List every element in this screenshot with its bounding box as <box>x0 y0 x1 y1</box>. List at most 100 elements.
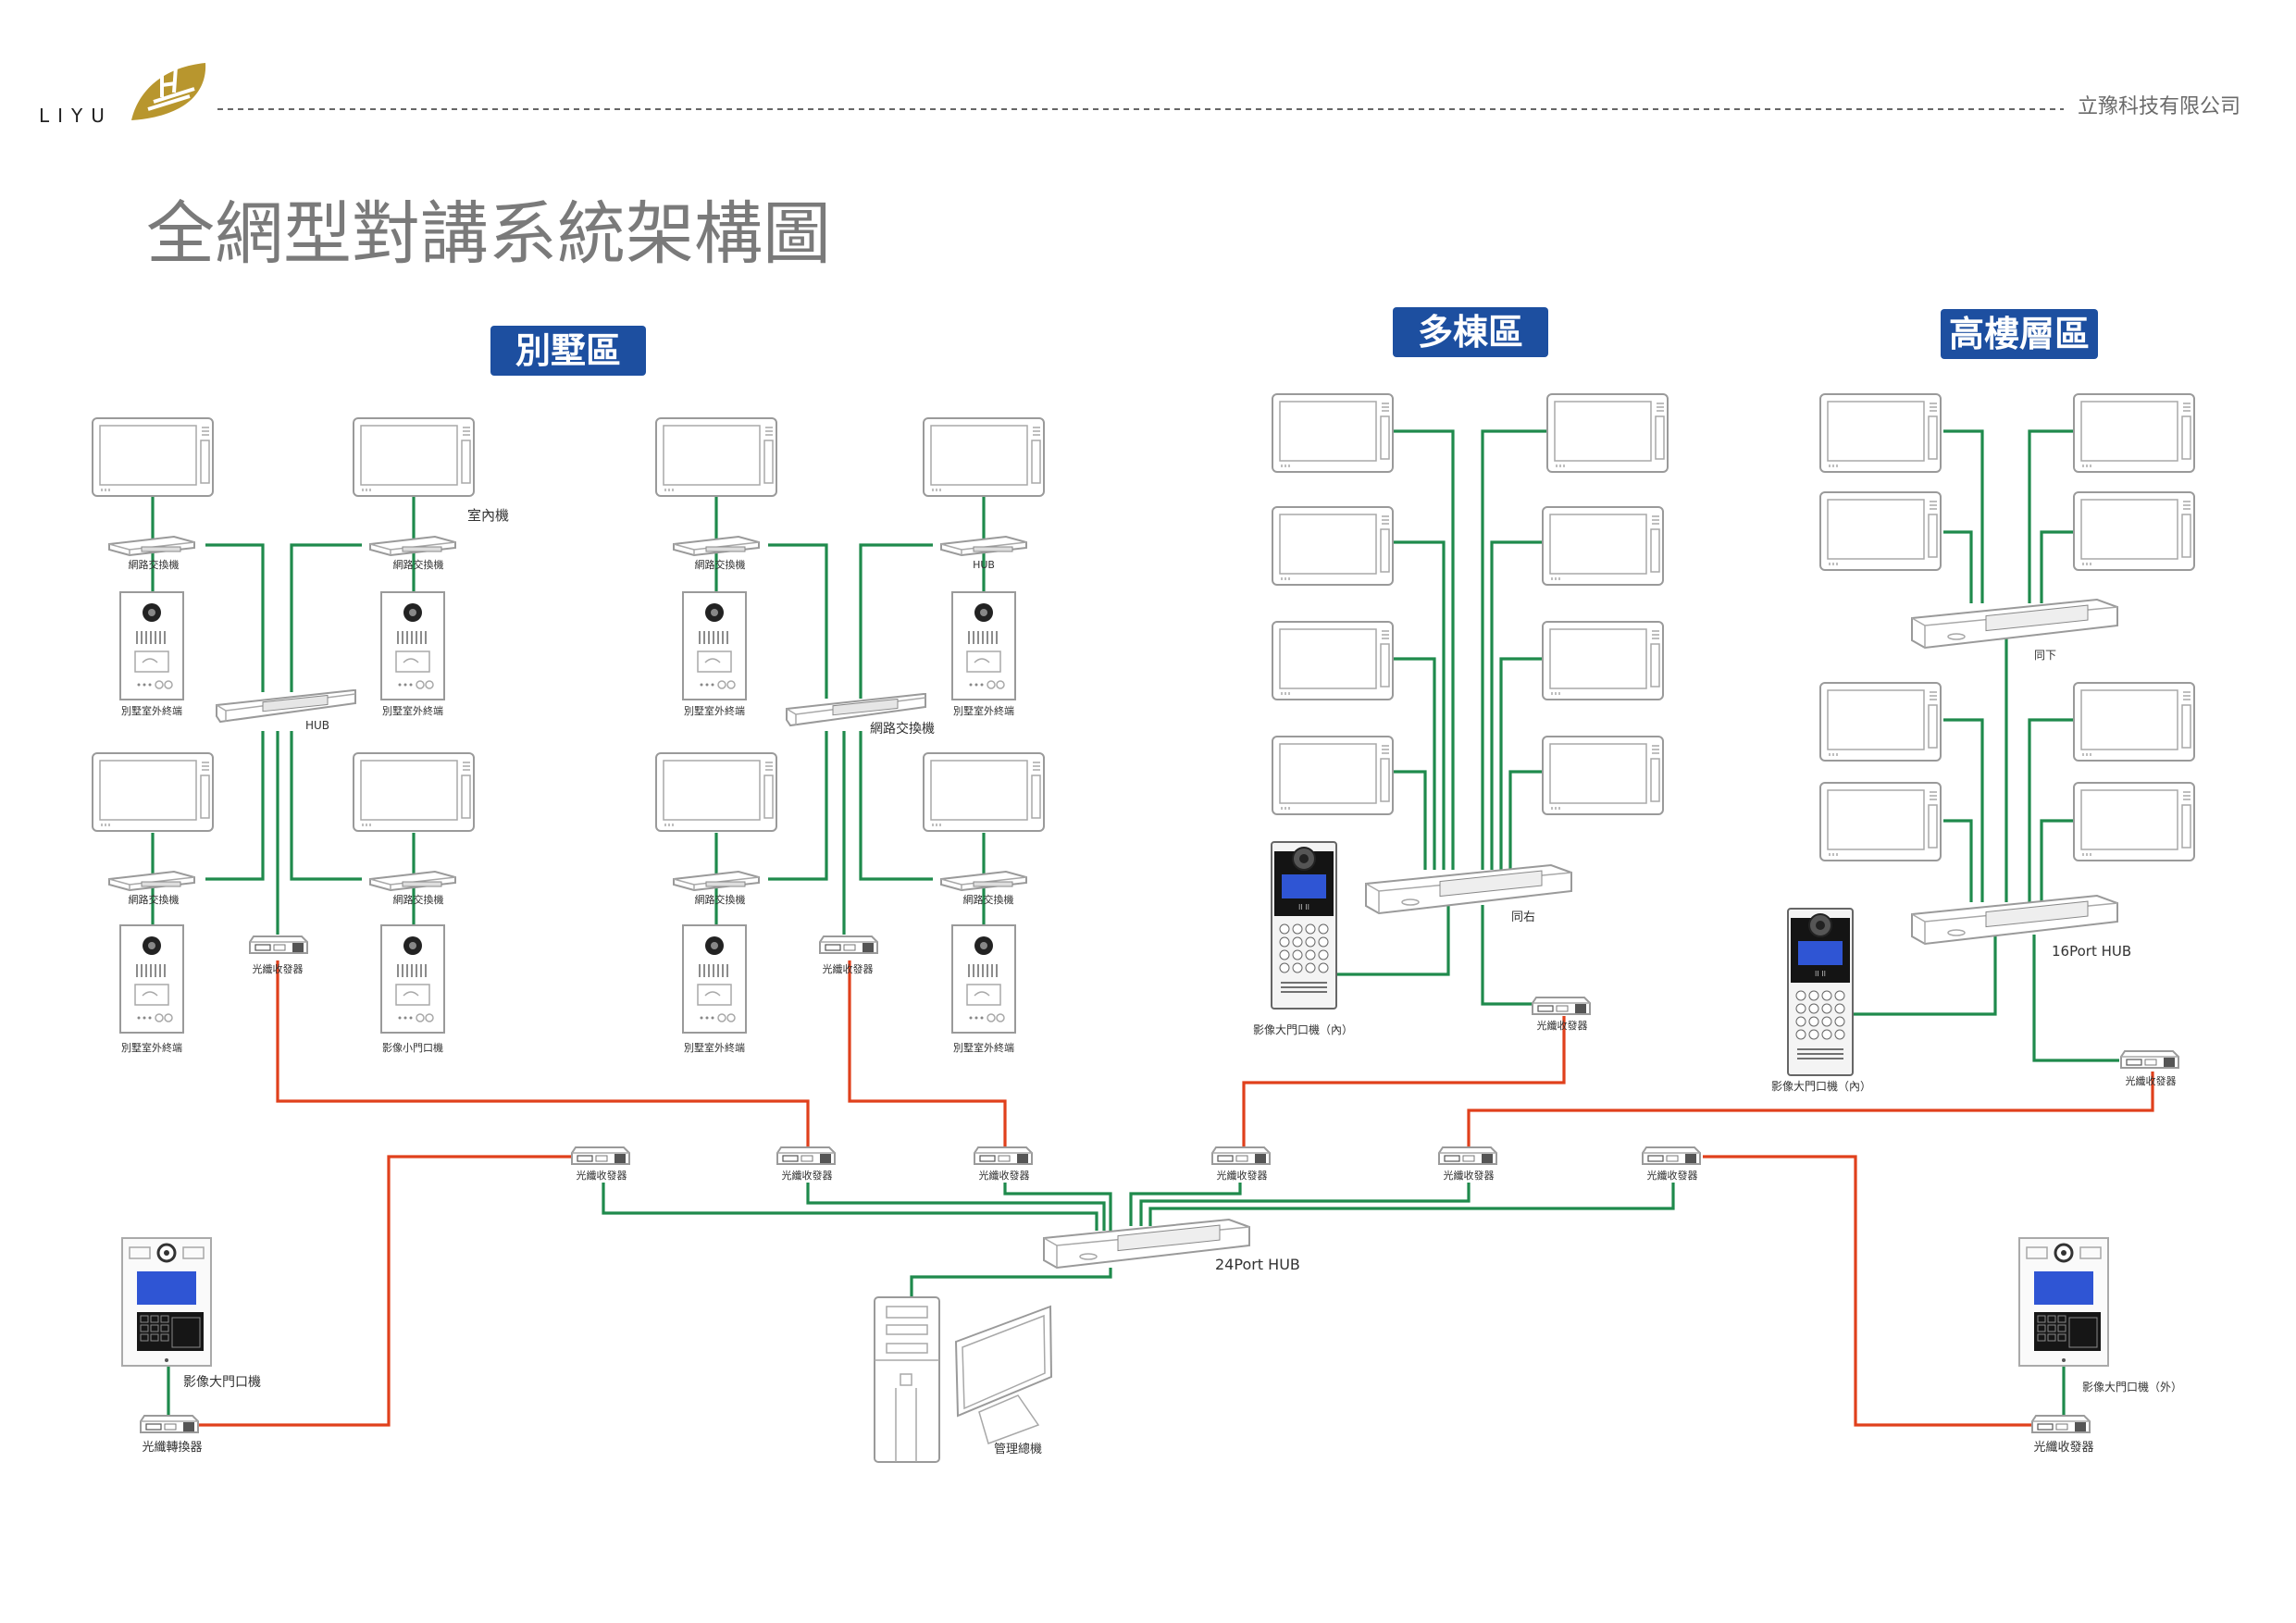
outdoor-terminal-label: 別墅室外終端 <box>684 1041 745 1054</box>
outdoor-terminal-label: 別墅室外終端 <box>684 704 745 717</box>
indoor-monitor <box>92 417 214 497</box>
indoor-monitor <box>1819 782 1942 861</box>
indoor-monitor <box>1542 506 1664 586</box>
left-gate: 影像大門口機 光纖轉換器 <box>120 1236 261 1455</box>
management-computer: 管理總機 <box>874 1296 1053 1463</box>
section-badge-high-rise: 高樓層區 <box>1941 309 2098 359</box>
gate-station-label: 影像大門口機 <box>183 1375 261 1390</box>
villa-group-b: 網路交換機 HUB 別墅室外終端 別墅室外終端 網路交換機 網路交換機 網路交換… <box>655 417 1045 1054</box>
transceiver-label: 光纖收發器 <box>1444 1169 1495 1182</box>
indoor-monitor <box>1819 491 1942 571</box>
leaf-logo-icon <box>131 63 206 120</box>
fiber-transceiver <box>776 1146 836 1165</box>
pc-tower-icon <box>874 1296 940 1463</box>
indoor-monitor <box>655 417 777 497</box>
indoor-monitor <box>353 417 475 497</box>
high-rise-area: 同下 16Port HUB 影像大門口機（內） 光纖收發器 <box>1771 393 2195 1093</box>
converter-label: 光纖轉換器 <box>142 1441 202 1455</box>
logo-text: LIYU <box>39 105 113 127</box>
outdoor-terminal-label: 影像小門口機 <box>382 1041 443 1054</box>
indoor-monitor <box>2073 782 2195 861</box>
fiber-transceiver <box>2031 1415 2091 1433</box>
transceiver-label: 光纖收發器 <box>577 1169 627 1182</box>
outdoor-terminal-label: 別墅室外終端 <box>121 704 182 717</box>
indoor-monitor <box>1272 506 1394 586</box>
villa-switch-hub <box>786 693 926 726</box>
switch-label: 網路交換機 <box>393 558 444 571</box>
outdoor-terminal-label: 別墅室外終端 <box>121 1041 182 1054</box>
villa-outdoor-terminal <box>119 924 184 1034</box>
multi-building-area: 同右 影像大門口機（內） 光纖收發器 <box>1253 393 1669 1036</box>
villa-group-a: 室內機 網路交換機 網路交換機 別墅室外終端 別墅室外終端 HUB 網路交換機 … <box>92 417 509 1054</box>
page-title: 全網型對講系統架構圖 <box>146 194 831 274</box>
villa-outdoor-terminal <box>380 591 445 700</box>
villa-outdoor-terminal <box>951 924 1016 1034</box>
fiber-transceiver <box>249 935 308 954</box>
svg-text:高樓層區: 高樓層區 <box>1949 314 2090 354</box>
indoor-monitor <box>1819 393 1942 473</box>
hub-label: HUB <box>305 719 329 732</box>
indoor-monitor <box>1272 621 1394 700</box>
hub-label: 16Port HUB <box>2052 943 2131 960</box>
transceiver-label: 光纖收發器 <box>823 962 874 975</box>
indoor-monitor <box>923 417 1045 497</box>
villa-outdoor-terminal <box>951 591 1016 700</box>
right-gate: 影像大門口機（外） 光纖收發器 <box>2017 1236 2182 1455</box>
indoor-monitor <box>1542 736 1664 815</box>
network-switch <box>108 536 195 556</box>
door-station-label: 影像大門口機（內） <box>1253 1022 1353 1036</box>
switch-label: HUB <box>973 559 995 571</box>
transceiver-label: 光纖收發器 <box>979 1169 1030 1182</box>
company-name: 立豫科技有限公司 <box>2078 95 2240 118</box>
hub-label: 網路交換機 <box>870 721 935 737</box>
fiber-transceiver <box>1642 1146 1701 1165</box>
switch-label: 網路交換機 <box>695 558 746 571</box>
network-switch <box>369 536 456 556</box>
fiber-transceiver <box>2120 1050 2179 1069</box>
fiber-transceiver <box>1211 1146 1271 1165</box>
network-switch <box>673 871 760 891</box>
transceiver-label: 光纖收發器 <box>1647 1169 1698 1182</box>
network-switch <box>673 536 760 556</box>
transceiver-label: 光纖收發器 <box>1217 1169 1268 1182</box>
outdoor-terminal-label: 別墅室外終端 <box>953 1041 1014 1054</box>
fiber-transceiver <box>1438 1146 1497 1165</box>
villa-hub <box>216 689 356 723</box>
switch-label: 網路交換機 <box>393 893 444 906</box>
indoor-monitor <box>2073 491 2195 571</box>
outdoor-terminal-label: 別墅室外終端 <box>382 704 443 717</box>
transceiver-label: 光纖收發器 <box>1537 1019 1588 1032</box>
monitor-screen-icon <box>954 1305 1053 1418</box>
indoor-monitor <box>1272 736 1394 815</box>
indoor-monitor <box>353 752 475 832</box>
hub <box>940 536 1027 556</box>
multi-building-hub <box>1365 864 1572 914</box>
indoor-monitor <box>1542 621 1664 700</box>
indoor-monitor <box>1819 682 1942 762</box>
indoor-monitor <box>923 752 1045 832</box>
network-switch <box>108 871 195 891</box>
switch-label: 網路交換機 <box>695 893 746 906</box>
switch-label: 網路交換機 <box>129 558 180 571</box>
fiber-converter <box>140 1415 199 1433</box>
small-door-station <box>380 924 445 1034</box>
management-label: 管理總機 <box>994 1442 1042 1456</box>
converter-label: 光纖收發器 <box>2033 1441 2093 1455</box>
villa-outdoor-terminal <box>119 591 184 700</box>
fiber-transceiver <box>571 1146 630 1165</box>
transceiver-label: 光纖收發器 <box>253 962 304 975</box>
gate-station-label: 影像大門口機（外） <box>2082 1380 2182 1394</box>
gate-door-station <box>120 1236 213 1368</box>
network-switch <box>940 871 1027 891</box>
indoor-monitor <box>1272 393 1394 473</box>
16-port-hub <box>1911 895 2118 945</box>
indoor-monitor <box>1546 393 1669 473</box>
fiber-transceiver <box>819 935 878 954</box>
hub-label: 24Port HUB <box>1215 1256 1300 1273</box>
indoor-unit-label: 室內機 <box>467 507 509 524</box>
indoor-monitor <box>92 752 214 832</box>
logo: LIYU <box>39 63 206 127</box>
svg-text:別墅區: 別墅區 <box>515 330 621 371</box>
building-door-station <box>1271 841 1337 1010</box>
